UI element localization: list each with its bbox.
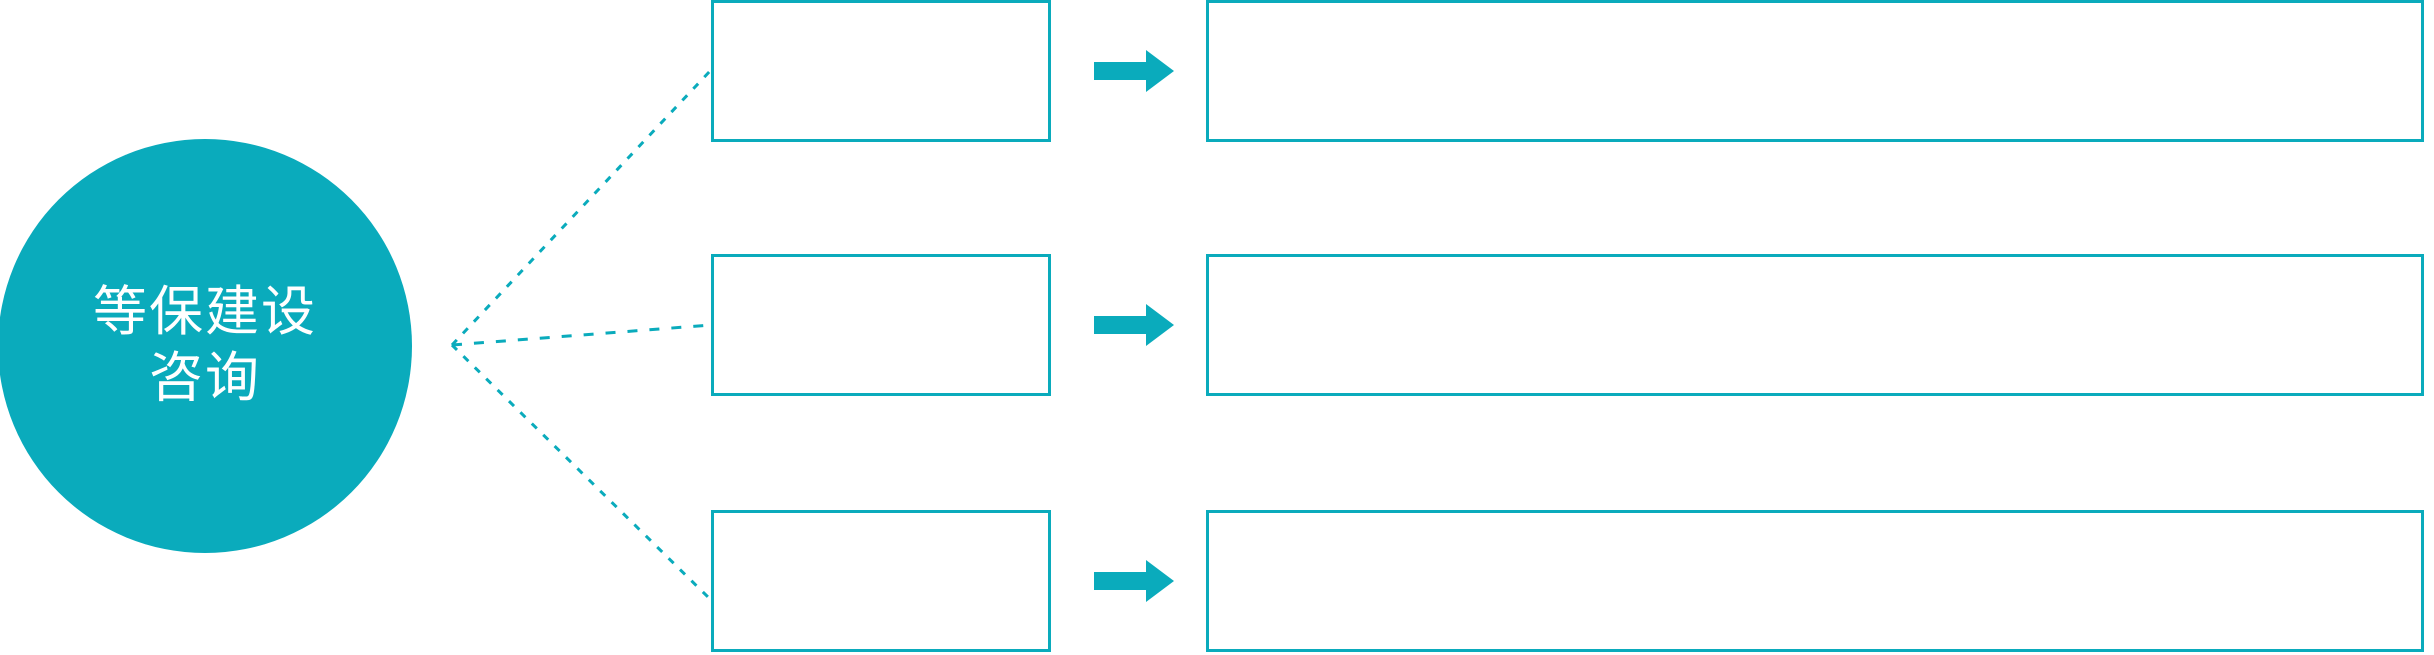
detail-box-3[interactable] xyxy=(1206,510,2424,652)
label-box-1[interactable] xyxy=(711,0,1051,142)
connector-line-2 xyxy=(451,323,712,347)
right-arrow-icon-3 xyxy=(1094,560,1174,602)
detail-box-2[interactable] xyxy=(1206,254,2424,396)
label-box-3[interactable] xyxy=(711,510,1051,652)
label-box-2[interactable] xyxy=(711,254,1051,396)
detail-box-1[interactable] xyxy=(1206,0,2424,142)
right-arrow-icon-2 xyxy=(1094,304,1174,346)
hub-title-line-1: 等保建设 xyxy=(93,282,317,343)
hub-title-line-2: 咨询 xyxy=(149,348,261,408)
connector-line-1 xyxy=(450,68,713,347)
right-arrow-icon-1 xyxy=(1094,50,1174,92)
hub-circle[interactable]: 等保建设 咨询 xyxy=(0,139,412,553)
connector-line-3 xyxy=(450,343,713,602)
